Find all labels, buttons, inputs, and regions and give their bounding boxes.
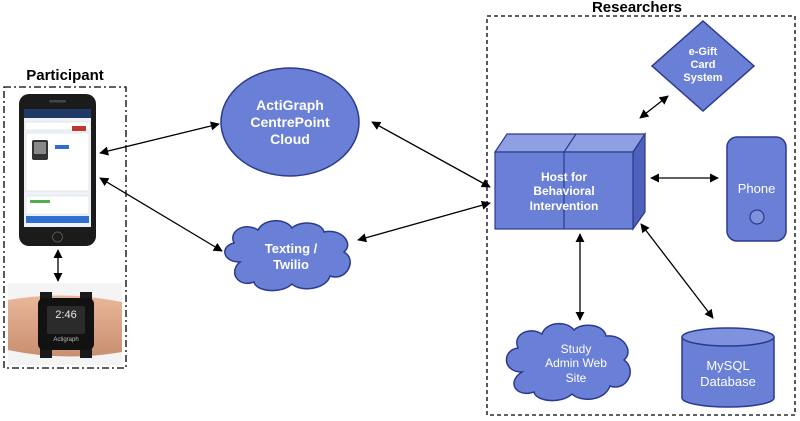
activity-watch-photo xyxy=(8,283,122,365)
researcher-phone-node xyxy=(726,136,787,242)
arrow-phone-actigraph xyxy=(99,121,220,156)
participant-group-box xyxy=(3,86,127,369)
participant-group-title: Participant xyxy=(26,67,104,84)
host-behavioral-intervention-node xyxy=(493,132,647,231)
actigraph-cloud-label: ActiGraph CentrePoint Cloud xyxy=(250,97,330,147)
researchers-group-title: Researchers xyxy=(591,0,683,16)
participant-smartphone xyxy=(19,94,96,246)
watch-time: 2:46 xyxy=(55,309,77,321)
mysql-database-node xyxy=(681,327,775,408)
egift-card-system-node xyxy=(650,19,756,113)
arrow-texting-host xyxy=(357,200,491,243)
arrow-phone-texting xyxy=(99,177,223,252)
connector-arrows xyxy=(53,95,719,321)
mysql-database-label: MySQL Database xyxy=(700,358,756,389)
arrow-actigraph-host xyxy=(371,121,491,188)
egift-card-system-label: e-Gift Card System xyxy=(683,46,723,85)
texting-twilio-node xyxy=(224,220,351,292)
actigraph-cloud-node xyxy=(220,67,360,177)
arrow-host-mysql xyxy=(640,223,714,319)
texting-twilio-label: Texting / Twilio xyxy=(264,241,318,272)
researcher-phone-label: Phone xyxy=(737,181,776,196)
study-admin-web-site-node xyxy=(505,322,631,402)
study-admin-web-site-label: Study Admin Web Site xyxy=(545,342,607,385)
arrow-host-egift xyxy=(639,95,669,119)
watch-brand: Actigraph xyxy=(53,337,79,343)
host-behavioral-intervention-label: Host for Behavioral Intervention xyxy=(529,170,599,213)
